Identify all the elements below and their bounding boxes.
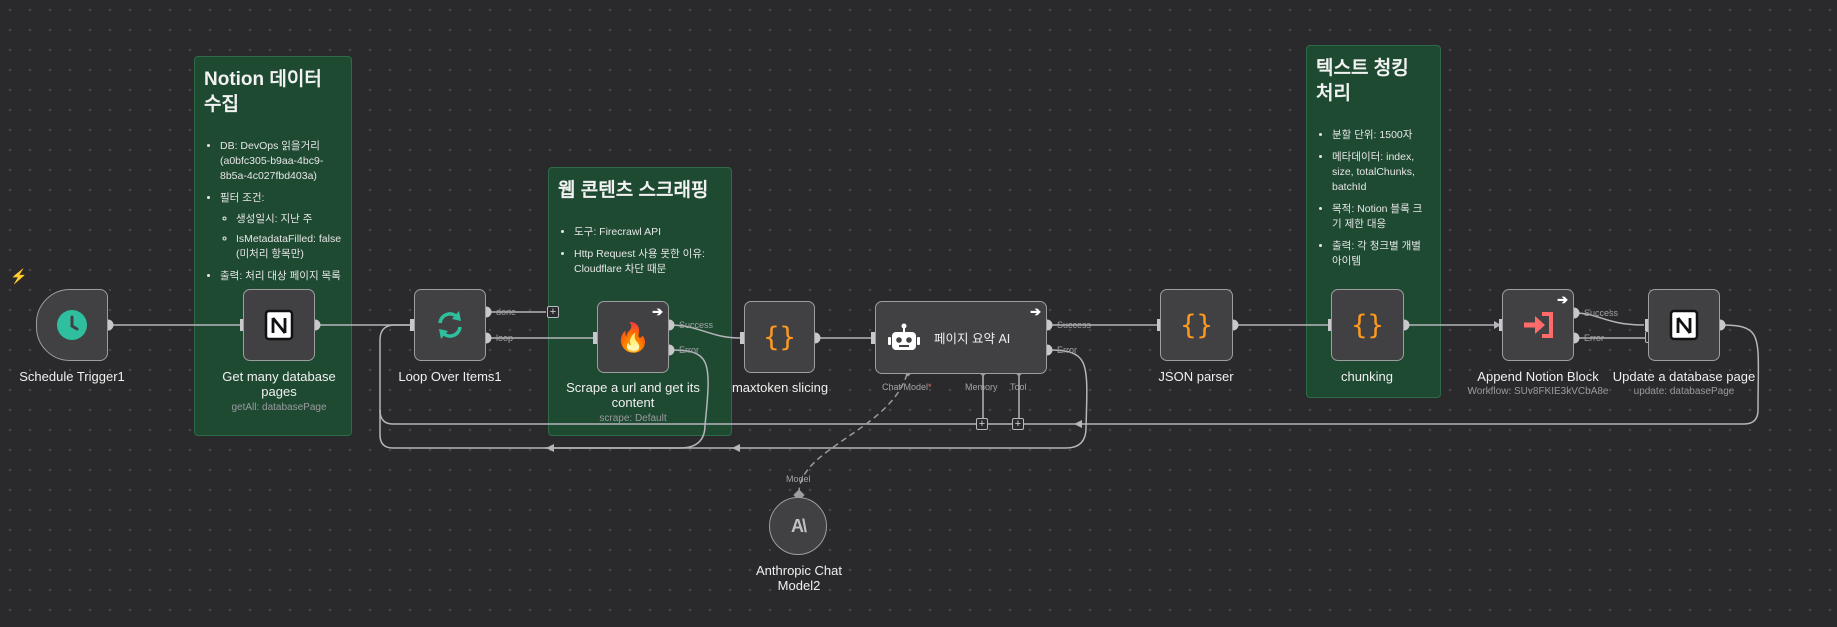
append-notion-block-node[interactable]: ➔ <box>1502 289 1574 361</box>
node-title: Update a database page <box>1612 369 1756 384</box>
chunking-node[interactable]: {} <box>1331 289 1404 361</box>
sticky-title: Notion 데이터 수집 <box>204 69 322 115</box>
port-label-success: Success <box>679 320 714 330</box>
sticky-subitem: IsMetadataFilled: false (미처리 항목만) <box>236 232 342 262</box>
node-title: chunking <box>1340 369 1394 384</box>
port-label-error: Error <box>1057 345 1077 355</box>
sticky-note-notion[interactable]: Notion 데이터 수집 DB: DevOps 읽을거리 (a0bfc305-… <box>194 56 352 436</box>
port-label-error: Error <box>1584 333 1604 343</box>
sticky-subitem: 생성일시: 지난 주 <box>236 212 342 227</box>
sticky-item: 메타데이터: index, size, totalChunks, batchId <box>1332 150 1431 195</box>
port-label-done: done <box>496 307 517 317</box>
add-tool-plus-button[interactable]: + <box>1012 418 1024 430</box>
node-subtitle: scrape: Default <box>599 413 667 424</box>
trigger-bolt-icon: ⚡ <box>10 268 28 284</box>
node-title: Append Notion Block <box>1477 369 1599 384</box>
sticky-item: 도구: Firecrawl API <box>574 225 722 240</box>
port-label-tool: Tool <box>1010 382 1027 392</box>
node-subtitle: update: databasePage <box>1633 386 1735 397</box>
port-label-model: Model <box>786 474 811 484</box>
schedule-trigger-node[interactable] <box>36 289 108 361</box>
node-title: Scrape a url and get its content <box>566 380 700 410</box>
sticky-title: 텍스트 청킹 처리 <box>1316 58 1409 104</box>
sticky-item-filter: 필터 조건: 생성일시: 지난 주 IsMetadataFilled: fals… <box>220 191 342 262</box>
anthropic-icon: A\ <box>791 515 807 536</box>
node-title: JSON parser <box>1158 369 1234 384</box>
sticky-item: 목적: Notion 블록 크기 제한 대응 <box>1332 202 1431 232</box>
sticky-title: 웹 콘텐츠 스크래핑 <box>558 180 709 201</box>
get-many-database-pages-node[interactable] <box>243 289 315 361</box>
port-label-loop: loop <box>496 333 514 343</box>
update-database-page-node[interactable] <box>1648 289 1720 361</box>
sticky-item: 출력: 처리 대상 페이지 목록 <box>220 269 342 284</box>
port-label-chat-model: Chat Model <box>882 382 932 392</box>
node-title: maxtoken slicing <box>731 380 829 395</box>
sticky-item: 출력: 각 청크별 개별 아이템 <box>1332 239 1431 269</box>
node-subtitle: Workflow: SUv8FKIE3kVCbA8e <box>1467 386 1609 397</box>
port-label-error: Error <box>679 345 699 355</box>
port-label-success: Success <box>1584 308 1619 318</box>
clock-icon <box>57 310 87 340</box>
arrow-right-icon: ➔ <box>1030 304 1041 319</box>
loop-icon <box>438 311 462 339</box>
node-title: Loop Over Items1 <box>398 369 502 384</box>
robot-icon <box>888 323 920 350</box>
anthropic-chat-model-node[interactable]: A\ <box>769 497 827 555</box>
sign-in-icon <box>1524 312 1553 338</box>
sticky-item: Http Request 사용 못한 이유: Cloudflare 차단 때문 <box>574 247 722 277</box>
fire-icon: 🔥 <box>615 321 651 353</box>
arrow-right-icon: ➔ <box>1557 292 1568 307</box>
maxtoken-slicing-node[interactable]: {} <box>744 301 815 373</box>
page-summary-ai-node[interactable]: ➔ 페이지 요약 AI <box>875 301 1047 374</box>
node-subtitle: getAll: databasePage <box>231 402 327 413</box>
json-parser-node[interactable]: {} <box>1160 289 1233 361</box>
node-title: Anthropic Chat Model2 <box>756 563 842 593</box>
sticky-item: DB: DevOps 읽을거리 (a0bfc305-b9aa-4bc9-8b5a… <box>220 139 342 184</box>
notion-icon <box>264 309 294 341</box>
loop-over-items-node[interactable] <box>414 289 486 361</box>
code-braces-icon: {} <box>1180 309 1213 341</box>
notion-icon <box>1669 309 1699 341</box>
add-memory-plus-button[interactable]: + <box>976 418 988 430</box>
port-label-memory: Memory <box>965 382 998 392</box>
sticky-item: 분할 단위: 1500자 <box>1332 128 1431 143</box>
node-title: Schedule Trigger1 <box>19 369 125 384</box>
port-label-success: Success <box>1057 320 1092 330</box>
node-title: 페이지 요약 AI <box>934 332 1011 346</box>
add-done-plus-button[interactable]: + <box>547 306 559 318</box>
code-braces-icon: {} <box>763 321 796 353</box>
scrape-url-node[interactable]: ➔ 🔥 <box>597 301 669 373</box>
code-braces-icon: {} <box>1351 309 1384 341</box>
arrow-right-icon: ➔ <box>652 304 663 319</box>
node-title: Get many database pages <box>222 369 336 399</box>
